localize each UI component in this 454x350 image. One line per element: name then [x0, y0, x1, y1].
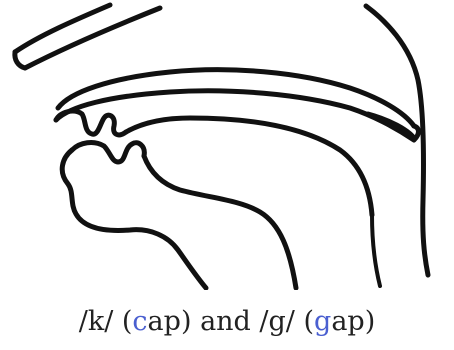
upper-teeth	[53, 108, 129, 138]
paren-close-1: )	[180, 306, 192, 337]
lower-teeth	[69, 140, 147, 165]
g-highlight-letter: g	[314, 306, 332, 337]
paren-close-2: )	[364, 306, 376, 337]
k-phoneme: /k/	[78, 306, 114, 337]
paren-open-2: (	[294, 306, 315, 337]
conjunction-text: and	[191, 306, 260, 337]
tongue-body	[123, 115, 375, 218]
paren-open-1: (	[113, 306, 133, 337]
diagram-caption: /k/ (cap) and /g/ (gap)	[0, 302, 454, 342]
hard-palate	[55, 67, 417, 129]
chin-outline	[59, 147, 209, 290]
vocal-tract-diagram	[12, 2, 431, 290]
pharyngeal-wall	[363, 3, 431, 278]
jaw-line	[141, 153, 299, 290]
k-example-rest: ap	[147, 306, 181, 337]
larynx-line	[370, 213, 382, 288]
g-example-rest: ap	[331, 306, 365, 337]
g-phoneme: /g/	[259, 306, 295, 337]
velum-contact	[365, 111, 417, 141]
nasal-cavity-outline	[12, 2, 163, 71]
nasal-tip-outline	[12, 49, 28, 71]
k-highlight-letter: c	[132, 306, 148, 337]
